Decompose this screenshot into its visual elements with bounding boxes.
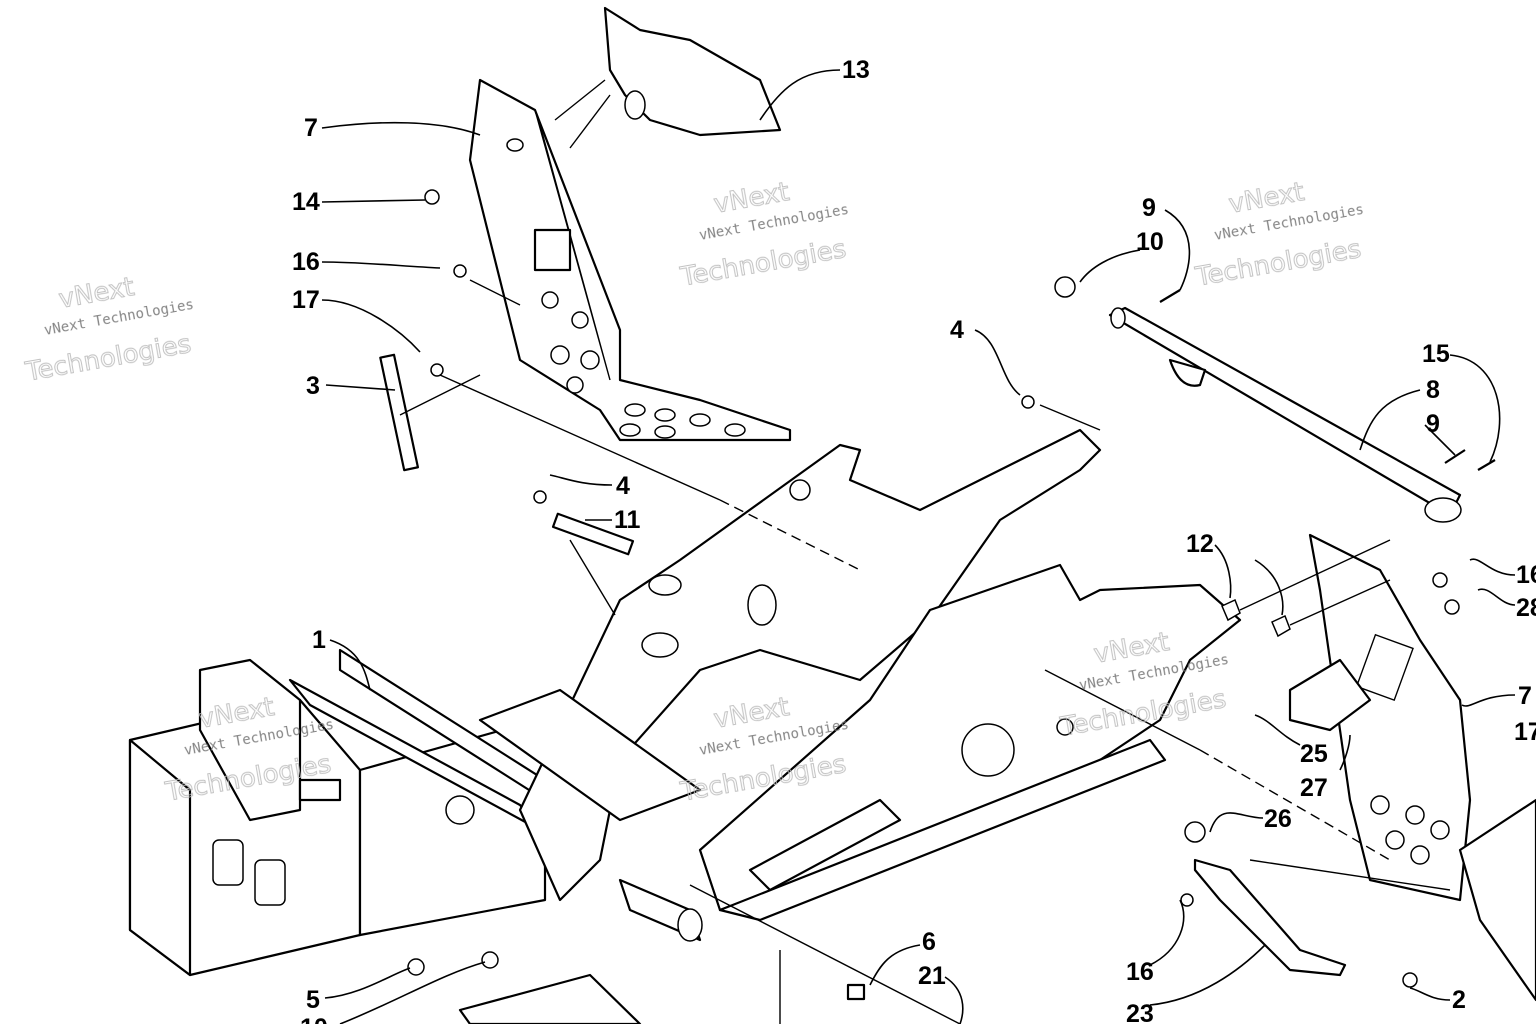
callout-15: 15 [1422,340,1450,368]
callout-25: 25 [1300,740,1328,768]
callout-17-right: 17 [1514,718,1536,746]
callout-16-bottom: 16 [1126,958,1154,986]
bottom-plate [458,950,781,1024]
fasteners [379,189,1496,1001]
callout-28: 28 [1516,594,1536,622]
callout-5: 5 [306,986,320,1014]
callout-2: 2 [1452,986,1466,1014]
callout-17: 17 [292,286,320,314]
callout-9-right: 9 [1426,410,1440,438]
callout-4: 4 [616,472,630,500]
frame-tunnel [478,428,1242,942]
steering-post [1108,306,1462,523]
callout-4-right: 4 [950,316,964,344]
callout-16: 16 [292,248,320,276]
callout-9: 9 [1142,194,1156,222]
callout-16-right: 16 [1516,561,1536,589]
callout-10-bottom: 10 [300,1014,328,1024]
callout-6: 6 [922,928,936,956]
dash-cover [603,6,782,137]
callout-7-right: 7 [1518,682,1532,710]
callout-7: 7 [304,114,318,142]
callout-11: 11 [614,506,641,534]
callout-14: 14 [292,188,320,216]
callout-labels: 13 7 14 16 17 3 4 11 1 5 10 9 10 4 15 8 … [292,56,1536,1024]
leader-lines [321,69,1516,1024]
steering-support-left [468,78,792,442]
callout-8: 8 [1426,376,1440,404]
callout-1: 1 [312,626,326,654]
callout-3: 3 [306,372,320,400]
callout-13: 13 [842,56,870,84]
steering-support-right [1288,533,1536,1002]
callout-10: 10 [1136,228,1164,256]
callout-21: 21 [918,962,946,990]
callout-23: 23 [1126,1000,1154,1024]
callout-26: 26 [1264,805,1292,833]
callout-12: 12 [1186,530,1214,558]
assembly-lines [399,79,1451,1024]
bracket-23 [1193,858,1347,977]
frame-front-bulkhead [128,648,602,977]
callout-27: 27 [1300,774,1328,802]
